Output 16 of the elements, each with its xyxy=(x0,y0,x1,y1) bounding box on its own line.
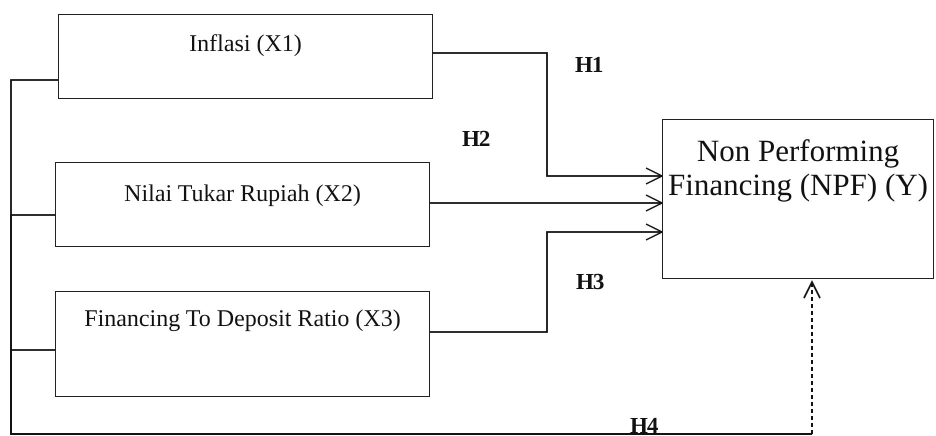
arrow xyxy=(433,52,663,185)
arrow xyxy=(430,223,663,333)
arrow xyxy=(10,281,821,435)
edge-label: H2 xyxy=(462,127,490,150)
variable-label: Nilai Tukar Rupiah (X2) xyxy=(123,181,362,208)
variable-box xyxy=(55,291,430,397)
variable-label: Inflasi (X1) xyxy=(188,31,303,58)
variable-box xyxy=(58,14,433,99)
edge-label: H1 xyxy=(575,53,602,76)
edge-label: H4 xyxy=(630,414,658,436)
variable-box xyxy=(55,162,430,247)
edge-label: H3 xyxy=(576,270,604,293)
variable-label: Financing To Deposit Ratio (X3) xyxy=(83,306,402,332)
arrow xyxy=(430,194,663,212)
variable-box xyxy=(662,119,934,279)
variable-label: Non Performing Financing (NPF) (Y) xyxy=(666,134,930,202)
